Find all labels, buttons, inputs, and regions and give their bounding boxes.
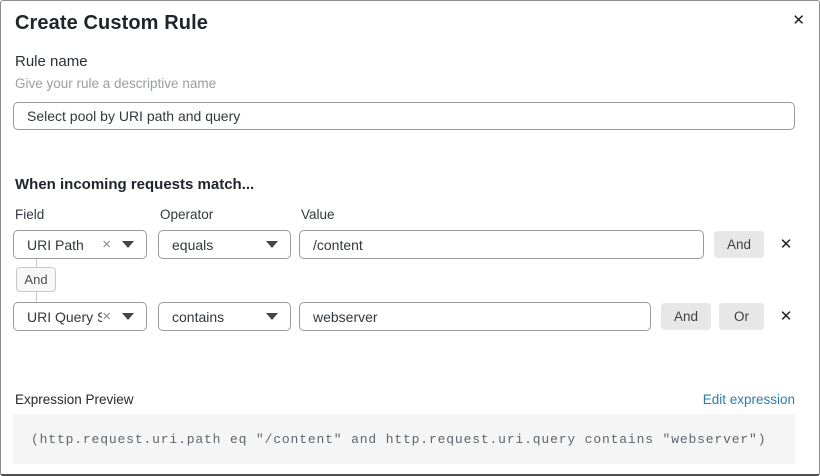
field-select-2-value: URI Query St...: [27, 308, 102, 325]
dialog-title: Create Custom Rule: [15, 12, 208, 34]
or-button-2[interactable]: Or: [719, 303, 764, 330]
chevron-down-icon: [122, 241, 134, 248]
rule-name-input[interactable]: [13, 102, 795, 130]
connector-and-badge: And: [16, 267, 56, 292]
condition-row-1: URI Path × equals And ✕: [13, 230, 795, 259]
connector-line: [35, 292, 37, 302]
and-button-2[interactable]: And: [661, 303, 711, 330]
operator-select-1[interactable]: equals: [158, 230, 291, 259]
field-select-1[interactable]: URI Path ×: [13, 230, 147, 259]
expression-preview-header: Expression Preview Edit expression: [13, 392, 795, 408]
value-input-2[interactable]: [299, 302, 651, 331]
operator-select-1-value: equals: [172, 236, 214, 253]
field-column-label: Field: [15, 207, 45, 222]
remove-condition-icon-2[interactable]: ✕: [777, 308, 795, 326]
field-select-2[interactable]: URI Query St... ×: [13, 302, 147, 331]
clear-icon[interactable]: ×: [102, 235, 111, 253]
value-input-1[interactable]: [299, 230, 704, 259]
value-column-label: Value: [301, 207, 335, 222]
chevron-down-icon: [266, 241, 278, 248]
connector-line: [35, 259, 37, 267]
remove-condition-icon-1[interactable]: ✕: [777, 236, 795, 254]
expression-code: (http.request.uri.path eq "/content" and…: [13, 414, 795, 464]
chevron-down-icon: [266, 313, 278, 320]
column-labels: Field Operator Value: [13, 208, 795, 222]
operator-select-2-value: contains: [172, 308, 225, 325]
close-icon[interactable]: ✕: [792, 12, 805, 29]
expression-preview-section: Expression Preview Edit expression (http…: [13, 392, 795, 464]
chevron-down-icon: [122, 313, 134, 320]
and-button-1[interactable]: And: [714, 231, 764, 258]
expression-preview-label: Expression Preview: [15, 392, 134, 407]
dialog-header: Create Custom Rule ✕: [1, 1, 819, 35]
operator-column-label: Operator: [160, 207, 214, 222]
operator-select-2[interactable]: contains: [158, 302, 291, 331]
rule-name-helper: Give your rule a descriptive name: [15, 76, 217, 91]
field-select-1-value: URI Path: [27, 236, 84, 253]
match-heading: When incoming requests match...: [15, 176, 255, 193]
clear-icon[interactable]: ×: [102, 307, 111, 325]
condition-connector: And: [16, 259, 56, 302]
rule-name-section: Rule name Give your rule a descriptive n…: [13, 53, 795, 130]
edit-expression-link[interactable]: Edit expression: [702, 392, 795, 407]
rule-name-label: Rule name: [15, 53, 88, 70]
condition-row-2: URI Query St... × contains And Or ✕: [13, 302, 795, 331]
match-section: When incoming requests match... Field Op…: [13, 176, 795, 331]
